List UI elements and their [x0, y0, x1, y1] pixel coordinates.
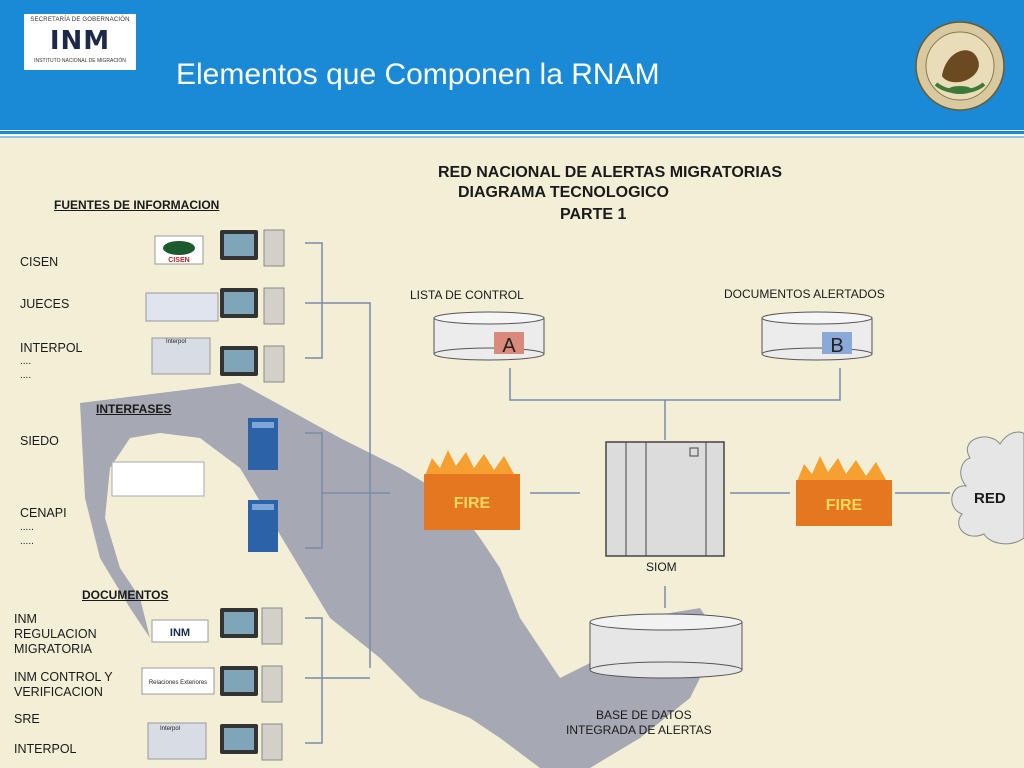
- network-diagram: CISEN Interpol INM Relaciones Exteriores…: [0, 138, 1024, 768]
- header-divider-light: [0, 136, 1024, 138]
- fuentes-item-jueces: JUECES: [20, 297, 70, 311]
- mexico-map: [80, 383, 720, 768]
- logo-bottom-text: INSTITUTO NACIONAL DE MIGRACIÓN: [34, 58, 126, 64]
- siedo-logo: [111, 461, 205, 497]
- inm-logo: SECRETARÍA DE GOBERNACIÓN INM INSTITUTO …: [24, 14, 136, 70]
- fuentes-logo-cisen: CISEN: [168, 257, 189, 264]
- red-label: RED: [974, 490, 1006, 507]
- firewall-right-label: FIRE: [826, 497, 863, 514]
- header-divider: [0, 131, 1024, 134]
- diagram-title-line-3: PARTE 1: [560, 206, 627, 223]
- documentos-item-migratoria: MIGRATORIA: [14, 642, 93, 656]
- fuentes-item-more-1: ....: [20, 356, 32, 367]
- documentos-item-inm: INM: [14, 612, 37, 626]
- fuentes-logos: [145, 235, 219, 375]
- documentos-item-sre: SRE: [14, 712, 40, 726]
- siom-label: SIOM: [646, 560, 677, 574]
- documentos-logo-interpol: Interpol: [160, 726, 180, 732]
- documentos-item-inm-control: INM CONTROL Y: [14, 670, 113, 684]
- documentos-logo-sre: Relaciones Exteriores: [149, 680, 207, 686]
- documentos-item-verificacion: VERIFICACION: [14, 685, 103, 699]
- fuentes-item-cisen: CISEN: [20, 255, 59, 269]
- fuentes-logo-interpol: Interpol: [166, 339, 186, 345]
- fuentes-item-interpol: INTERPOL: [20, 341, 83, 355]
- database-b-icon: [761, 311, 873, 361]
- database-b-label: B: [830, 335, 843, 357]
- siom-server-icon: [605, 441, 725, 557]
- documentos-alertados-label: DOCUMENTOS ALERTADOS: [724, 287, 885, 301]
- base-datos-label-2: INTEGRADA DE ALERTAS: [566, 723, 712, 737]
- interfases-item-siedo: SIEDO: [20, 434, 59, 448]
- diagram-title-line-2: DIAGRAMA TECNOLOGICO: [458, 184, 669, 201]
- lista-control-label: LISTA DE CONTROL: [410, 288, 524, 302]
- fuentes-heading: FUENTES DE INFORMACION: [54, 198, 220, 212]
- logo-top-text: SECRETARÍA DE GOBERNACIÓN: [30, 17, 130, 23]
- fuentes-connectors: [305, 242, 950, 744]
- red-cloud-icon: [951, 431, 1024, 545]
- diagram-title-line-1: RED NACIONAL DE ALERTAS MIGRATORIAS: [437, 164, 782, 181]
- slide-header: [0, 0, 1024, 130]
- logo-main-text: INM: [49, 26, 111, 56]
- documentos-item-interpol: INTERPOL: [14, 742, 77, 756]
- page-title: Elementos que Componen la RNAM: [176, 58, 660, 91]
- interfases-heading: INTERFASES: [96, 402, 172, 416]
- fuentes-item-more-2: ....: [20, 370, 32, 381]
- firewall-left-icon: [424, 450, 520, 530]
- firewall-left-label: FIRE: [454, 495, 491, 512]
- documentos-heading: DOCUMENTOS: [82, 588, 169, 602]
- database-a-icon: [433, 311, 545, 361]
- interfases-item-cenapi: CENAPI: [20, 506, 67, 520]
- base-datos-label-1: BASE DE DATOS: [596, 708, 692, 722]
- documentos-logos: [141, 619, 215, 760]
- database-a-label: A: [502, 335, 516, 357]
- interfase-servers: [248, 418, 278, 552]
- documentos-logo-inm: INM: [170, 627, 190, 639]
- fuentes-computers: [220, 229, 285, 383]
- firewall-right-icon: [796, 456, 892, 526]
- documentos-computers: [220, 607, 283, 761]
- base-datos-icon: [589, 613, 743, 679]
- documentos-item-regulacion: REGULACION: [14, 627, 97, 641]
- interfases-item-more-2: .....: [20, 536, 34, 547]
- coat-of-arms-icon: [915, 21, 1005, 111]
- interfases-item-more-1: .....: [20, 522, 34, 533]
